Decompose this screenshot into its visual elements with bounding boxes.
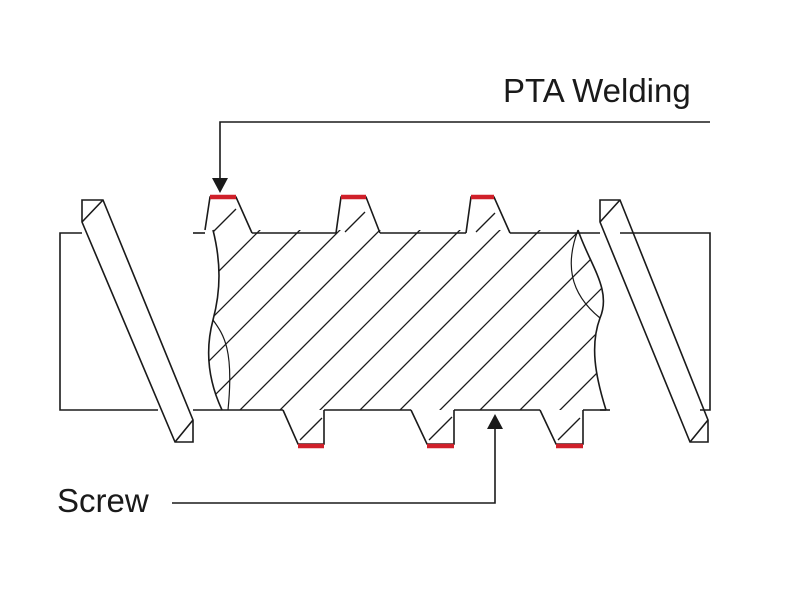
bottom-flight-teeth [225,409,606,445]
right-break-line [577,229,607,411]
top-tooth-3 [465,196,511,234]
right-break-line-inner [570,229,601,319]
left-break-line-inner [212,319,231,411]
screw-label: Screw [57,482,149,519]
right-flight [599,199,709,443]
top-flight-teeth [204,196,578,234]
left-flight [81,199,194,443]
pta-welding-label: PTA Welding [503,72,691,109]
top-tooth-1 [204,196,253,234]
top-tooth-2 [335,196,381,234]
section-hatching [208,230,607,410]
screw-arrowhead [487,414,503,429]
bottom-tooth-1 [282,409,325,445]
bottom-tooth-2 [410,409,455,445]
pta-arrowhead [212,178,228,193]
bottom-tooth-3 [539,409,584,445]
screw-leader [172,414,503,504]
left-shaft [59,232,225,411]
pta-leader [212,121,710,193]
left-break-line [207,229,223,411]
pta-weld-overlays [210,194,583,449]
screw-core-section [207,229,607,411]
